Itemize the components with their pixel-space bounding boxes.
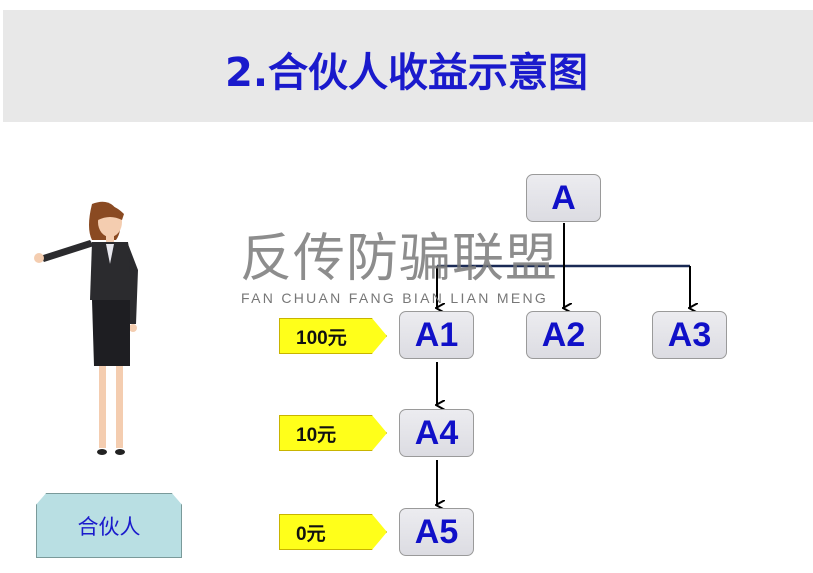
node-a3: A3	[652, 311, 727, 359]
watermark-subtitle: FAN CHUAN FANG BIAN LIAN MENG	[241, 290, 549, 306]
node-a4: A4	[399, 409, 474, 457]
node-a1: A1	[399, 311, 474, 359]
node-a5: A5	[399, 508, 474, 556]
node-a2: A2	[526, 311, 601, 359]
partner-label-box: 合伙人	[36, 493, 182, 558]
watermark-text: 反传防骗联盟	[240, 229, 559, 289]
reward-tag-a5: 0元	[279, 514, 387, 550]
node-a: A	[526, 174, 601, 222]
header-band	[3, 10, 813, 122]
reward-tag-a4: 10元	[279, 415, 387, 451]
reward-tag-a1: 100元	[279, 318, 387, 354]
page-title: 2.合伙人收益示意图	[224, 50, 589, 96]
businesswoman-illustration	[34, 201, 138, 455]
